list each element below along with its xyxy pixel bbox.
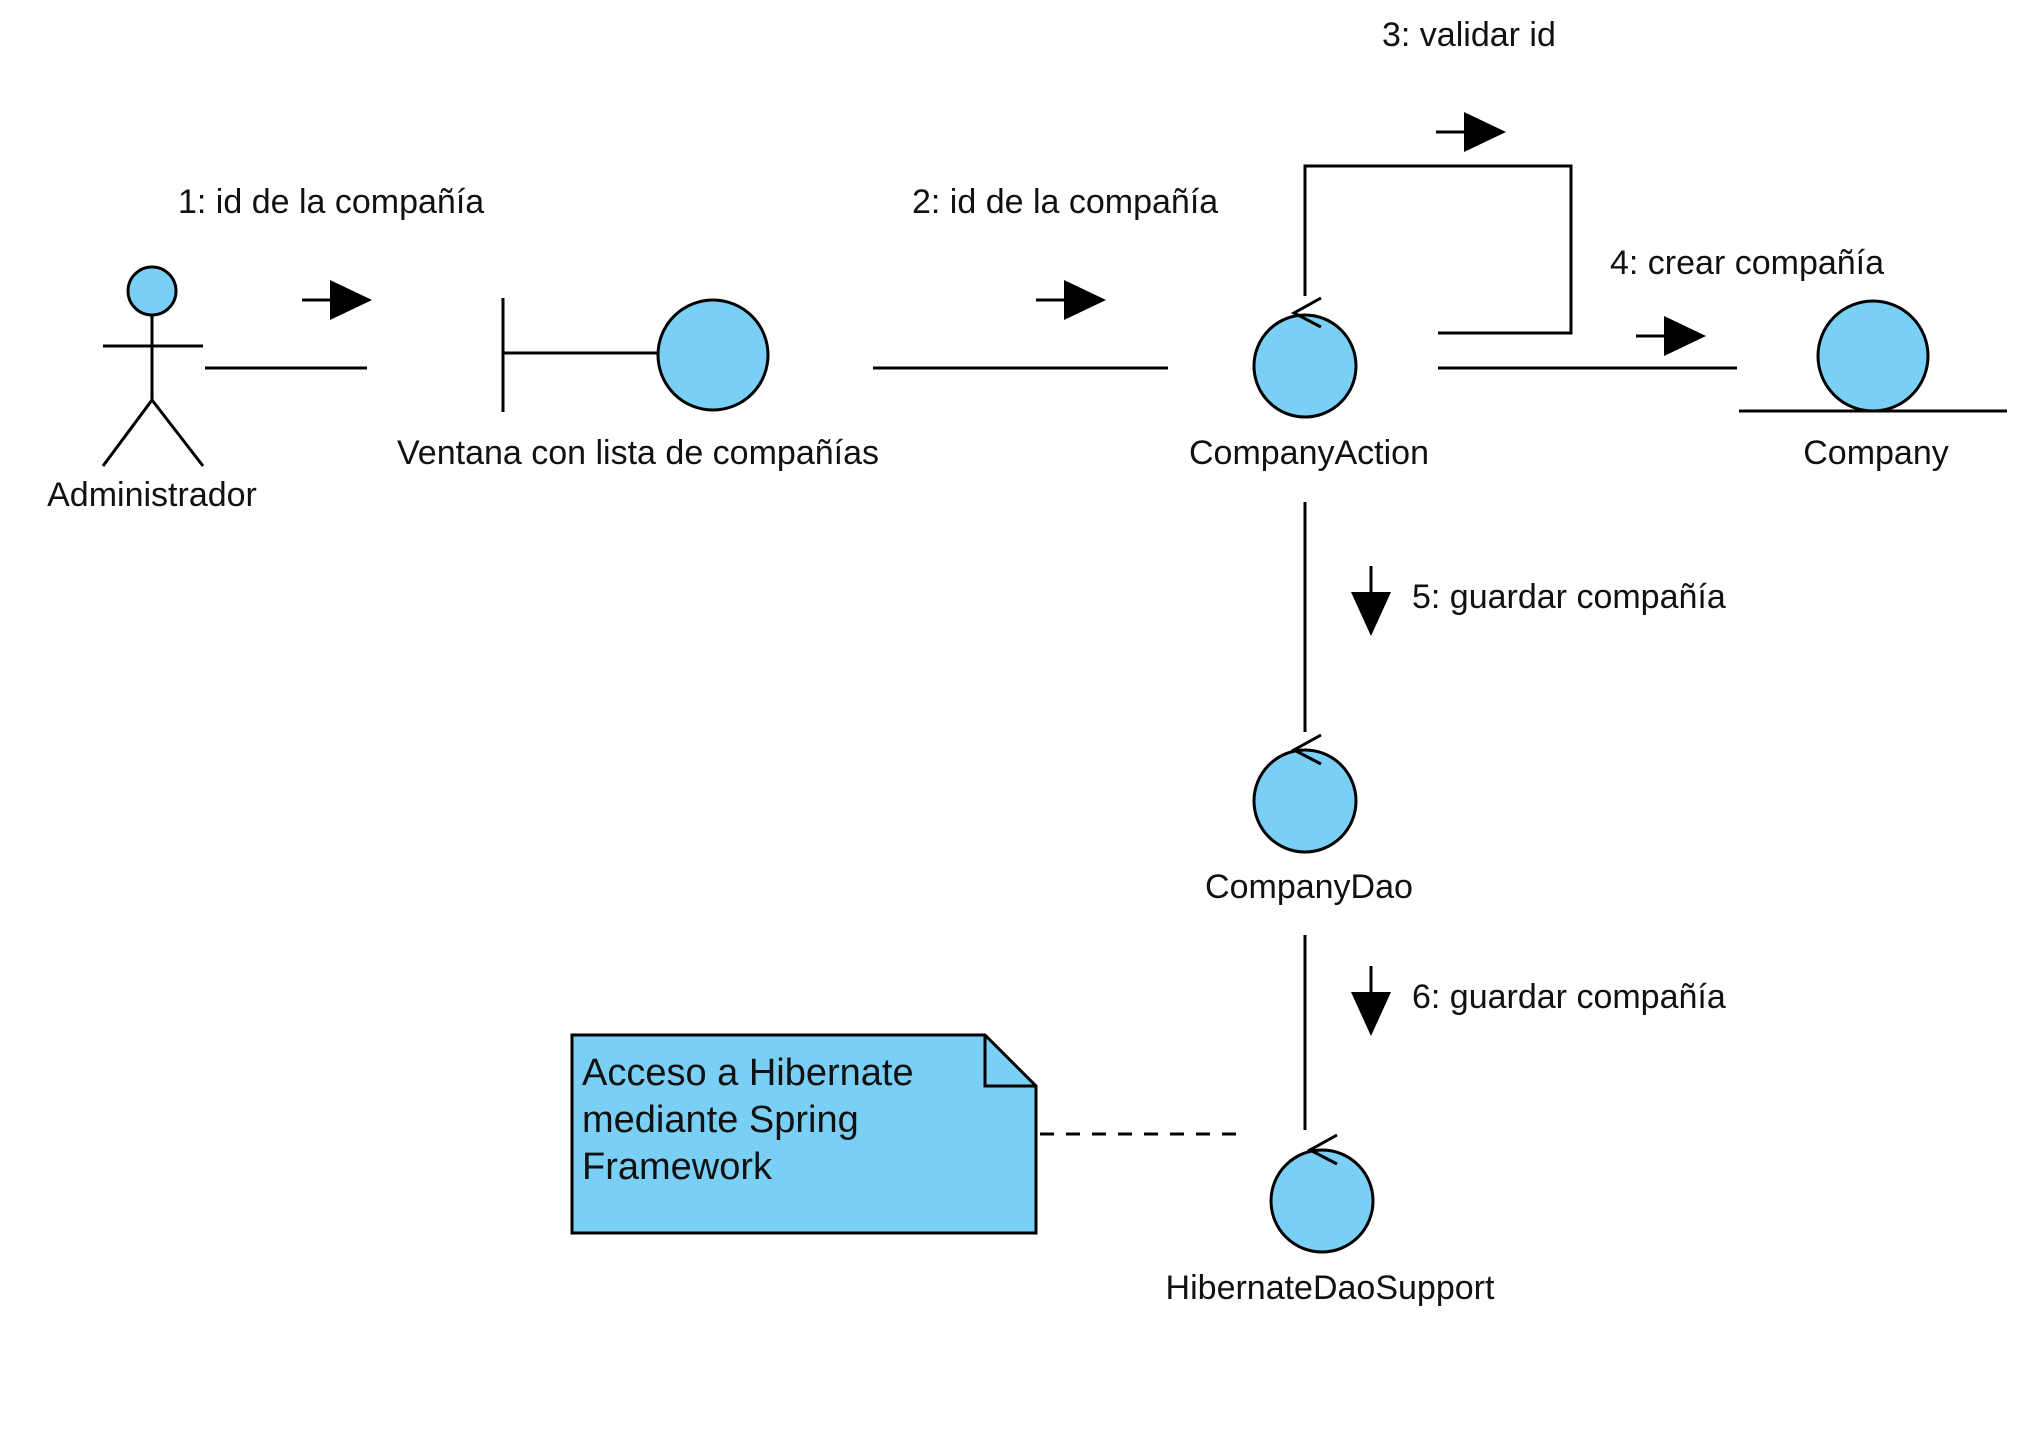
note-line-1: Acceso a Hibernate — [582, 1052, 914, 1094]
boundary-ventana[interactable]: Ventana con lista de compañías — [397, 298, 879, 472]
message-6-arrow-icon — [1351, 966, 1391, 1036]
actor-administrador[interactable]: Administrador — [47, 265, 257, 514]
self-link-companyaction[interactable] — [1303, 164, 1573, 335]
control-hibernatedaosupport-label: HibernateDaoSupport — [1166, 1269, 1495, 1307]
message-2-arrow-icon — [1036, 280, 1106, 320]
message-6-label: 6: guardar compañía — [1412, 978, 1726, 1016]
control-companyaction-label: CompanyAction — [1189, 434, 1429, 472]
control-companydao[interactable]: CompanyDao — [1205, 733, 1413, 906]
actor-head-icon — [126, 265, 178, 317]
message-5-label: 5: guardar compañía — [1412, 578, 1726, 616]
note-line-2: mediante Spring — [582, 1099, 859, 1141]
message-3-label: 3: validar id — [1382, 16, 1556, 54]
actor-administrador-label: Administrador — [47, 476, 257, 514]
note[interactable]: Acceso a Hibernate mediante Spring Frame… — [570, 1033, 1038, 1235]
note-line-3: Framework — [582, 1146, 773, 1188]
message-1-arrow-icon — [302, 280, 372, 320]
control-icon — [1290, 733, 1322, 766]
message-5-arrow-icon — [1351, 566, 1391, 636]
control-hibernatedaosupport[interactable]: HibernateDaoSupport — [1166, 1133, 1495, 1307]
note-box — [570, 1033, 1038, 1235]
note-fold-icon — [983, 1035, 1036, 1088]
entity-company[interactable]: Company — [1739, 299, 2007, 472]
control-icon — [1306, 1133, 1338, 1166]
boundary-ventana-label: Ventana con lista de compañías — [397, 434, 879, 472]
message-3-arrow-icon — [1436, 112, 1506, 152]
message-1-label: 1: id de la compañía — [178, 183, 484, 221]
message-4-label: 4: crear compañía — [1610, 244, 1884, 282]
entity-company-label: Company — [1803, 434, 1949, 472]
message-2-label: 2: id de la compañía — [912, 183, 1218, 221]
control-companydao-label: CompanyDao — [1205, 868, 1413, 906]
message-4-arrow-icon — [1636, 316, 1706, 356]
control-icon — [1290, 296, 1322, 329]
control-companyaction[interactable]: CompanyAction — [1189, 296, 1429, 472]
